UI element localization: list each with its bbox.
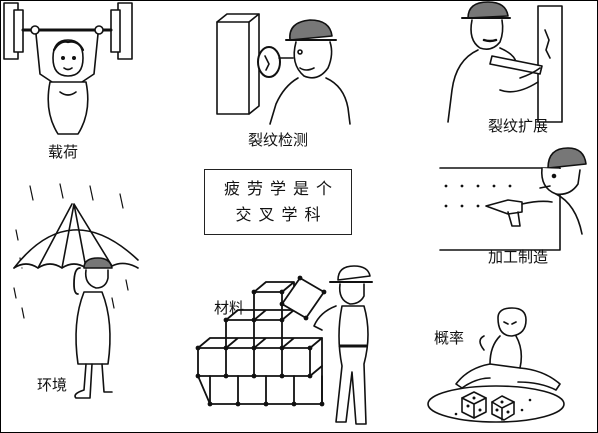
label-crack-growth: 裂纹扩展: [488, 117, 549, 135]
weightlifter-illustration: [3, 2, 133, 135]
label-load: 载荷: [48, 143, 79, 161]
label-material: 材料: [214, 299, 245, 317]
center-title-line-1: 疲劳学是个: [223, 179, 339, 198]
label-probability: 概率: [434, 329, 465, 347]
label-manufacturing: 加工制造: [488, 248, 549, 266]
crack-growth-worker-illustration: [447, 1, 563, 123]
crack-inspector-illustration: [216, 13, 351, 125]
label-crack-detection: 裂纹检测: [248, 131, 309, 149]
drilling-worker-illustration: [439, 147, 587, 251]
center-title-line-2: 交叉学科: [235, 205, 328, 224]
dice-player-illustration: [427, 307, 565, 423]
material-lattice-illustration: [195, 265, 373, 425]
label-environment: 环境: [37, 376, 68, 394]
umbrella-person-illustration: [13, 183, 139, 399]
center-title-box: 疲劳学是个 交叉学科: [204, 169, 352, 235]
